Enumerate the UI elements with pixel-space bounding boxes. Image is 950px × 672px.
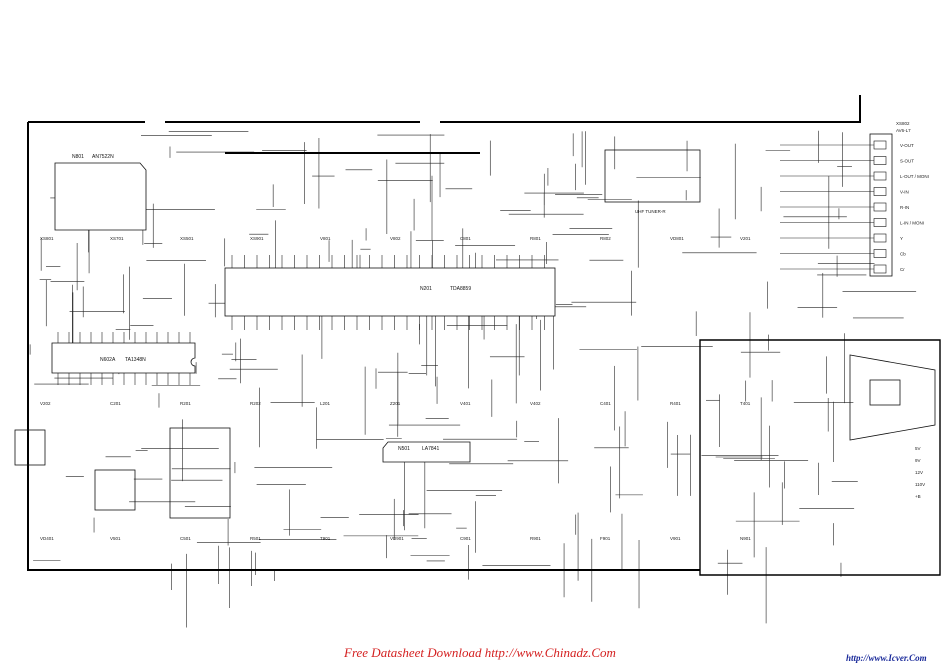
ic-n801-ref: N801 — [72, 154, 84, 160]
footer-site-link[interactable]: http://www.Icver.Com — [846, 653, 927, 663]
power-label: 9V — [915, 458, 921, 463]
component-label: T401 — [740, 401, 751, 406]
component-label: C501 — [180, 536, 191, 541]
ic-n801: N801 AN7522N — [54, 154, 147, 231]
power-label: +B — [915, 494, 921, 499]
connector-pin — [873, 233, 887, 243]
component-label: R201 — [180, 401, 191, 406]
component-label: V201 — [740, 236, 751, 241]
ic-n201-part: TDA8859 — [450, 286, 471, 292]
connector-pin — [873, 202, 887, 212]
component-label: VD801 — [670, 236, 684, 241]
component-label: XS701 — [110, 236, 124, 241]
connector-pin-label: S-OUT — [900, 159, 914, 164]
component-label: C201 — [110, 401, 121, 406]
component-label: V202 — [40, 401, 51, 406]
component-label: XS901 — [250, 236, 264, 241]
power-label: 5V — [915, 446, 921, 451]
connector-pin-label: V-OUT — [900, 143, 914, 148]
ic-n602a-ref: N602A — [100, 357, 116, 363]
component-label: C901 — [460, 536, 471, 541]
connector-pin — [873, 218, 887, 227]
component-label: XS801 — [40, 236, 54, 241]
component-label: R202 — [250, 401, 261, 406]
connector-pin — [873, 171, 887, 181]
frame — [27, 95, 941, 576]
component-label: V401 — [460, 401, 471, 406]
connector-pin — [873, 187, 887, 196]
component-label: V802 — [390, 236, 401, 241]
component-label: Z201 — [390, 401, 401, 406]
connector-pin — [873, 156, 887, 165]
component-label: XS501 — [180, 236, 194, 241]
component-label: V801 — [320, 236, 331, 241]
power-label: 110V — [915, 482, 925, 487]
power-label: 12V — [915, 470, 923, 475]
ic-n801-part: AN7522N — [92, 154, 114, 160]
ic-n201: N201 TDA8859 — [224, 267, 556, 317]
ic-n501-part: LA7841 — [422, 446, 439, 452]
component-label: R501 — [250, 536, 261, 541]
connector-pin-label: Cb — [900, 252, 906, 257]
component-label: R401 — [670, 401, 681, 406]
ic-n602a: N602A TA1348N — [51, 342, 196, 374]
connector-pin — [873, 264, 887, 274]
connector-ref: XS802 — [896, 121, 910, 126]
connector-pin-label: V-IN — [900, 190, 909, 195]
component-label: R802 — [600, 236, 611, 241]
component-label: F901 — [600, 536, 611, 541]
connector-pin — [873, 140, 887, 150]
ic-n501-ref: N501 — [398, 446, 410, 452]
av-connector: XS802 AV6-L7 V-OUT S-OUT L-OUT / MONI V-IN R… — [780, 121, 929, 277]
tuner: UHF TUNER-R — [604, 149, 701, 214]
component-label: C801 — [460, 236, 471, 241]
component-label: VD901 — [390, 536, 404, 541]
ic-n201-ref: N201 — [420, 286, 432, 292]
component-label: V901 — [670, 536, 681, 541]
connector-pin-label: L-OUT / MONI — [900, 174, 929, 179]
connector-pin-label: R-IN — [900, 205, 909, 210]
component-label: L201 — [320, 401, 331, 406]
connector-type: AV6-L7 — [896, 128, 911, 133]
power-transformer — [14, 427, 231, 519]
component-label: C401 — [600, 401, 611, 406]
component-label: VD401 — [40, 536, 54, 541]
ic-n501: N501 LA7841 — [382, 441, 471, 463]
footer-download-link[interactable]: Free Datasheet Download http://www.China… — [344, 645, 616, 660]
wires — [29, 130, 917, 628]
connector-pin-label: Y — [900, 236, 903, 241]
component-label: R901 — [530, 536, 541, 541]
ic-n602a-part: TA1348N — [125, 357, 146, 363]
component-label: V501 — [110, 536, 121, 541]
crt-tube — [849, 354, 936, 441]
tuner-label: UHF TUNER-R — [635, 209, 666, 214]
connector-pin-label: L-IN / MONI — [900, 221, 924, 226]
component-label: T901 — [320, 536, 331, 541]
component-label: R801 — [530, 236, 541, 241]
connector-pin — [873, 249, 887, 258]
component-label: V402 — [530, 401, 541, 406]
connector-pin-label: Cr — [900, 267, 905, 272]
component-label: N901 — [740, 536, 751, 541]
